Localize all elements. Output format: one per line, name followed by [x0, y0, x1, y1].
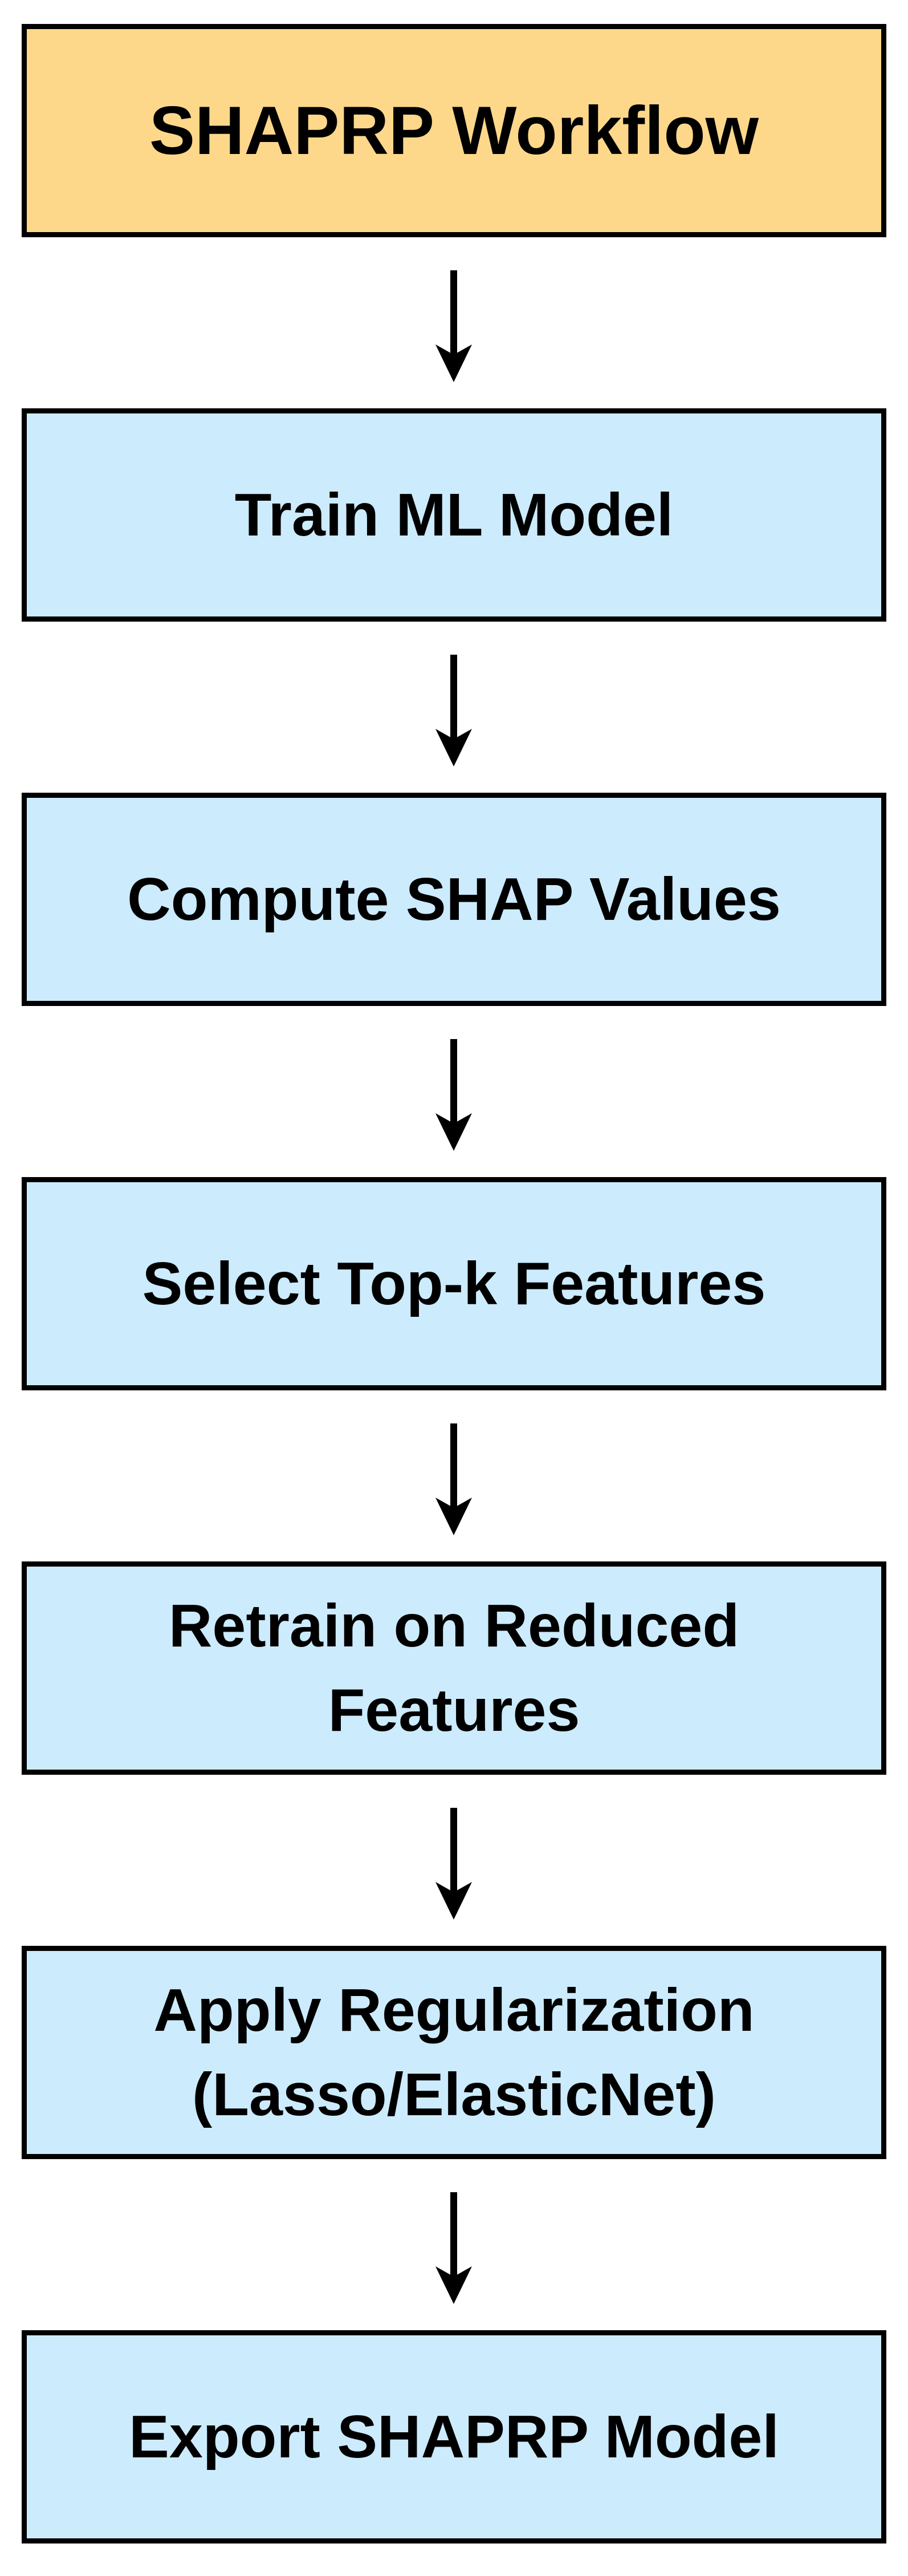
- arrow-down-icon: [435, 1808, 472, 1920]
- step-label-export-model: Export SHAPRP Model: [129, 2403, 779, 2470]
- step-label-retrain: Retrain on Reduced Features: [168, 1592, 740, 1744]
- arrow-down-icon: [435, 655, 472, 766]
- step-box-train-model: Train ML Model: [22, 408, 886, 622]
- step-box-select-features: Select Top-k Features: [22, 1177, 886, 1390]
- step-box-compute-shap: Compute SHAP Values: [22, 793, 886, 1006]
- step-label-compute-shap: Compute SHAP Values: [127, 865, 781, 933]
- arrow-down-icon: [435, 1039, 472, 1151]
- step-box-regularization: Apply Regularization (Lasso/ElasticNet): [22, 1946, 886, 2159]
- arrow-down-icon: [435, 2192, 472, 2304]
- title-box: SHAPRP Workflow: [22, 24, 886, 237]
- step-box-export-model: Export SHAPRP Model: [22, 2330, 886, 2543]
- step-label-regularization: Apply Regularization (Lasso/ElasticNet): [153, 1976, 755, 2128]
- step-label-select-features: Select Top-k Features: [142, 1250, 766, 1317]
- arrow-down-icon: [435, 1423, 472, 1535]
- step-label-train-model: Train ML Model: [234, 481, 674, 549]
- title-label: SHAPRP Workflow: [149, 92, 759, 169]
- step-box-retrain: Retrain on Reduced Features: [22, 1561, 886, 1775]
- arrow-down-icon: [435, 270, 472, 382]
